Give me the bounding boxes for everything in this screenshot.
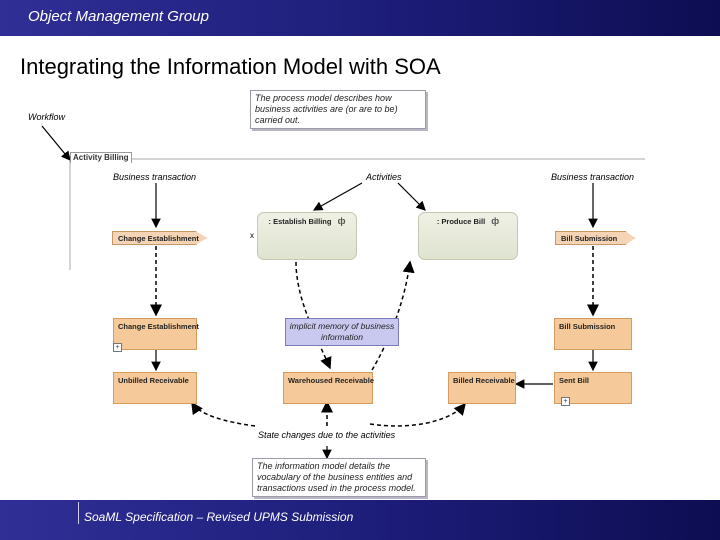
object-unbilled-receivable[interactable]: Unbilled Receivable <box>113 372 197 404</box>
workflow-arrow <box>41 125 71 161</box>
expand-icon[interactable]: + <box>113 343 122 352</box>
process-model-callout: The process model describes how business… <box>250 90 426 129</box>
slide-title: Integrating the Information Model with S… <box>20 54 441 79</box>
expand-icon[interactable]: + <box>561 397 570 406</box>
activity-establish-billing[interactable]: : Establish Billing ф <box>257 212 357 260</box>
flow-warehoused-to-produce <box>371 260 415 371</box>
information-model-callout: The information model details the vocabu… <box>252 458 426 497</box>
activities-arrow-left <box>312 182 363 211</box>
pin-bill-submission[interactable]: Bill Submission <box>555 231 635 245</box>
activities-label: Activities <box>366 172 402 182</box>
activity-frame-tab[interactable]: Activity Billing <box>70 152 132 163</box>
fork-icon: ф <box>337 216 346 226</box>
footer-separator <box>78 502 79 524</box>
header-bar: Object Management Group <box>0 0 720 36</box>
activity-produce-bill-label: : Produce Bill <box>436 217 486 226</box>
object-bill-submission[interactable]: Bill Submission <box>554 318 632 350</box>
org-name: Object Management Group <box>28 8 209 25</box>
business-transaction-right-label: Business transaction <box>551 172 635 182</box>
flow-establish-to-warehoused <box>295 261 332 370</box>
state-changes-label: State changes due to the activities <box>258 430 396 440</box>
object-warehoused-receivable[interactable]: Warehoused Receivable <box>283 372 374 404</box>
pin-marker-icon: x <box>250 231 254 240</box>
state-change-arrow-right <box>369 402 466 427</box>
state-change-arrow-left <box>191 401 256 427</box>
object-change-establishment[interactable]: Change Establishment <box>113 318 199 350</box>
footer-text: SoaML Specification – Revised UPMS Submi… <box>84 510 354 524</box>
pin-change-establishment[interactable]: Change Establishment <box>112 231 207 245</box>
activity-produce-bill[interactable]: : Produce Bill ф <box>418 212 518 260</box>
activities-arrow-right <box>397 182 426 211</box>
workflow-label: Workflow <box>28 112 66 122</box>
implicit-memory-note: implicit memory of business information <box>285 318 399 346</box>
fork-icon: ф <box>491 216 500 226</box>
activity-establish-billing-label: : Establish Billing <box>268 217 332 226</box>
object-billed-receivable[interactable]: Billed Receivable <box>448 372 516 404</box>
business-transaction-left-label: Business transaction <box>113 172 197 182</box>
footer-bar: SoaML Specification – Revised UPMS Submi… <box>0 500 720 540</box>
